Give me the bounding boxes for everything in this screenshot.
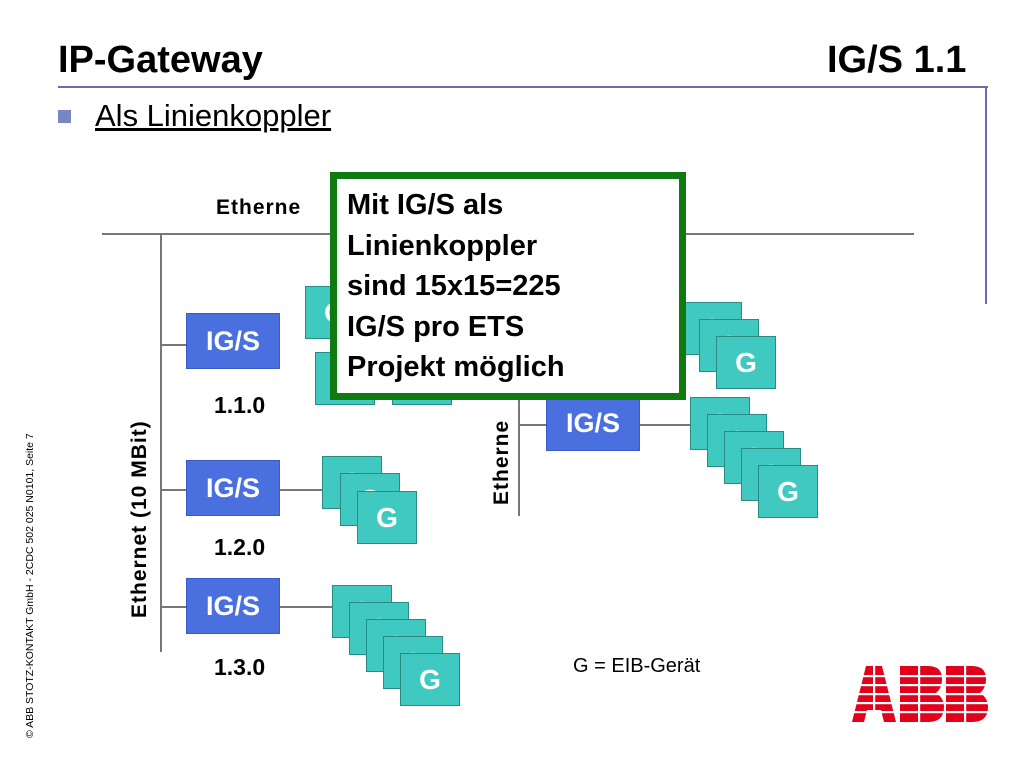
connector <box>161 606 187 608</box>
connector <box>161 344 187 346</box>
connector <box>519 424 547 426</box>
callout-line: Projekt möglich <box>347 351 565 383</box>
device-box: G <box>716 336 776 389</box>
header-rule <box>58 86 988 88</box>
device-box: G <box>357 491 417 544</box>
gateway-box: IG/S <box>186 313 280 369</box>
callout-line: IG/S pro ETS <box>347 310 525 343</box>
header-rule-vertical <box>985 86 987 304</box>
line-address: 1.1.0 <box>214 392 266 418</box>
abb-logo <box>852 666 988 722</box>
connector <box>279 489 323 491</box>
side-footer: © ABB STOTZ-KONTAKT GmbH - 2CDC 502 025 … <box>24 433 36 738</box>
callout-line: Mit IG/S als <box>347 189 504 221</box>
version-title: IG/S 1.1 <box>827 39 967 81</box>
device-box: G <box>400 653 460 706</box>
callout-line: sind 15x15=225 <box>347 270 561 302</box>
gateway-box: IG/S <box>546 395 640 451</box>
gateway-box: IG/S <box>186 460 280 516</box>
connector <box>279 606 335 608</box>
ethernet-right-label: Etherne <box>490 419 513 505</box>
line-address: 1.2.0 <box>214 534 266 560</box>
connector <box>638 424 692 426</box>
device-box: G <box>758 465 818 518</box>
page-title: IP-Gateway <box>58 39 263 81</box>
ethernet-right-line <box>518 290 520 516</box>
connector <box>161 489 187 491</box>
bullet-text: Als Linienkoppler <box>95 98 332 133</box>
ethernet-top-label: Etherne <box>216 196 302 219</box>
ethernet-vertical-line <box>160 234 162 652</box>
legend-text: G = EIB-Gerät <box>573 655 701 677</box>
gateway-box: IG/S <box>186 578 280 634</box>
ethernet-vertical-label: Ethernet (10 MBit) <box>128 420 151 618</box>
callout-box: Mit IG/S als Linienkoppler sind 15x15=22… <box>330 172 686 400</box>
bullet-icon <box>58 110 71 123</box>
line-address: 1.3.0 <box>214 654 266 680</box>
callout-line: Linienkoppler <box>347 229 538 262</box>
